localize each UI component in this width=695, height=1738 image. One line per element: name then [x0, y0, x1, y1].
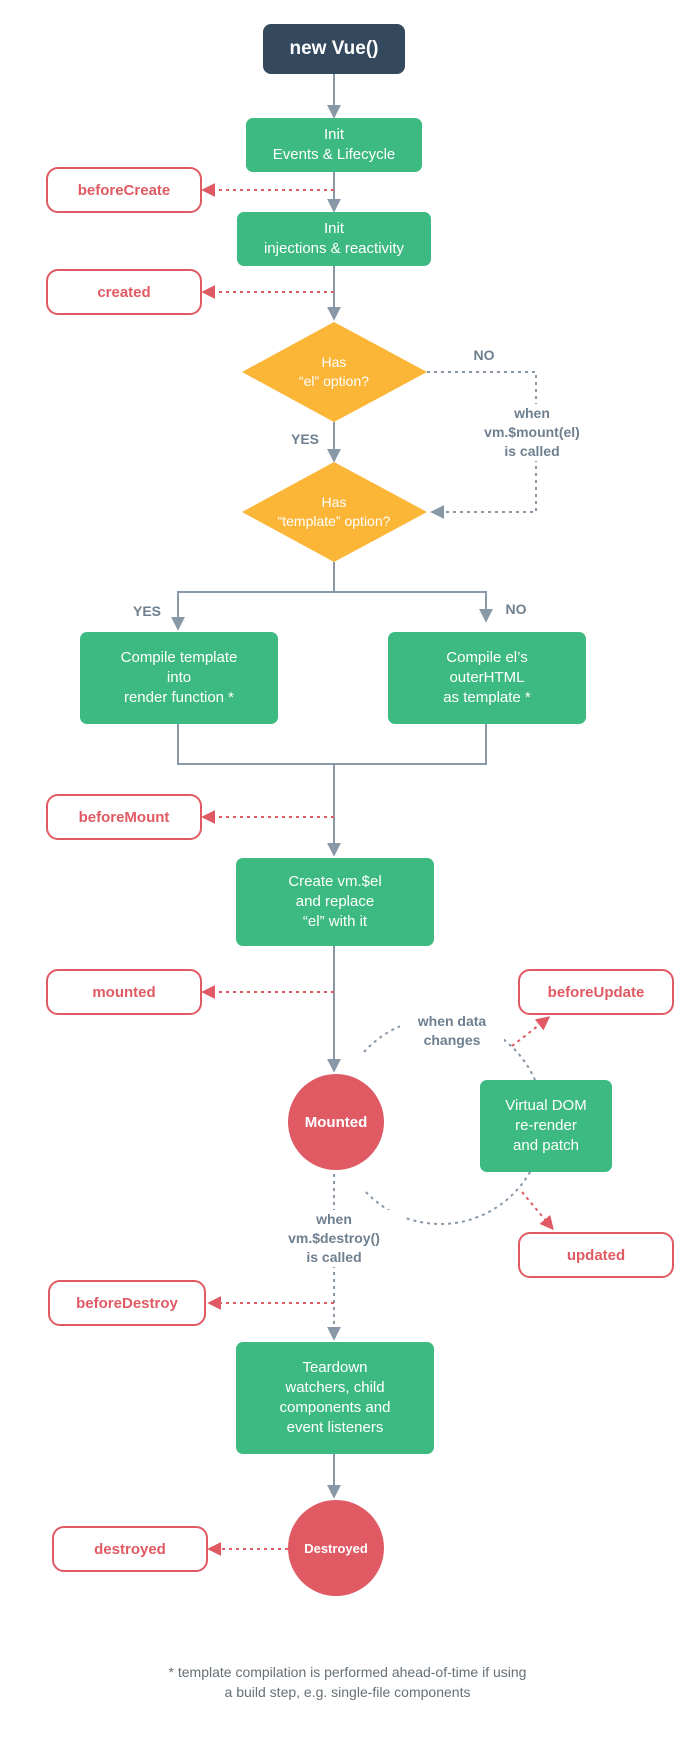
decision-has-template [242, 462, 427, 562]
new-vue-node: new Vue() [263, 24, 405, 74]
hook-before-destroy: beforeDestroy [48, 1280, 206, 1326]
mounted-state-node: Mounted [288, 1074, 384, 1170]
branch-merge [177, 724, 487, 765]
branch-split [177, 591, 493, 623]
hook-updated: updated [518, 1232, 674, 1278]
teardown-node: Teardown watchers, child components and … [236, 1342, 434, 1454]
hook-mounted: mounted [46, 969, 202, 1015]
has-el-text: Has “el” option? [298, 354, 370, 389]
init-events-node: Init Events & Lifecycle [246, 118, 422, 172]
label-when-mount: when vm.$mount(el) is called [460, 404, 604, 461]
compile-template-node: Compile template into render function * [80, 632, 278, 724]
label-when-data-changes: when data changes [400, 1012, 504, 1050]
footnote: * template compilation is performed ahea… [168, 1664, 527, 1700]
hook-before-mount: beforeMount [46, 794, 202, 840]
hook-before-update: beforeUpdate [518, 969, 674, 1015]
hook-destroyed: destroyed [52, 1526, 208, 1572]
hook-arrow-updated [521, 1191, 554, 1231]
label-no-el: NO [473, 347, 495, 363]
hook-created: created [46, 269, 202, 315]
create-vm-el-node: Create vm.$el and replace “el” with it [236, 858, 434, 946]
label-when-destroy: when vm.$destroy() is called [262, 1210, 406, 1267]
init-injections-node: Init injections & reactivity [237, 212, 431, 266]
label-no-template: NO [505, 601, 527, 617]
has-template-text: Has “template” option? [277, 494, 391, 529]
decision-has-el [242, 322, 427, 422]
label-yes-template: YES [132, 603, 161, 619]
virtual-dom-node: Virtual DOM re-render and patch [480, 1080, 612, 1172]
hook-before-create: beforeCreate [46, 167, 202, 213]
label-yes-el: YES [290, 431, 319, 447]
destroyed-state-node: Destroyed [288, 1500, 384, 1596]
compile-el-node: Compile el’s outerHTML as template * [388, 632, 586, 724]
hook-arrow-before-update [511, 1016, 551, 1047]
